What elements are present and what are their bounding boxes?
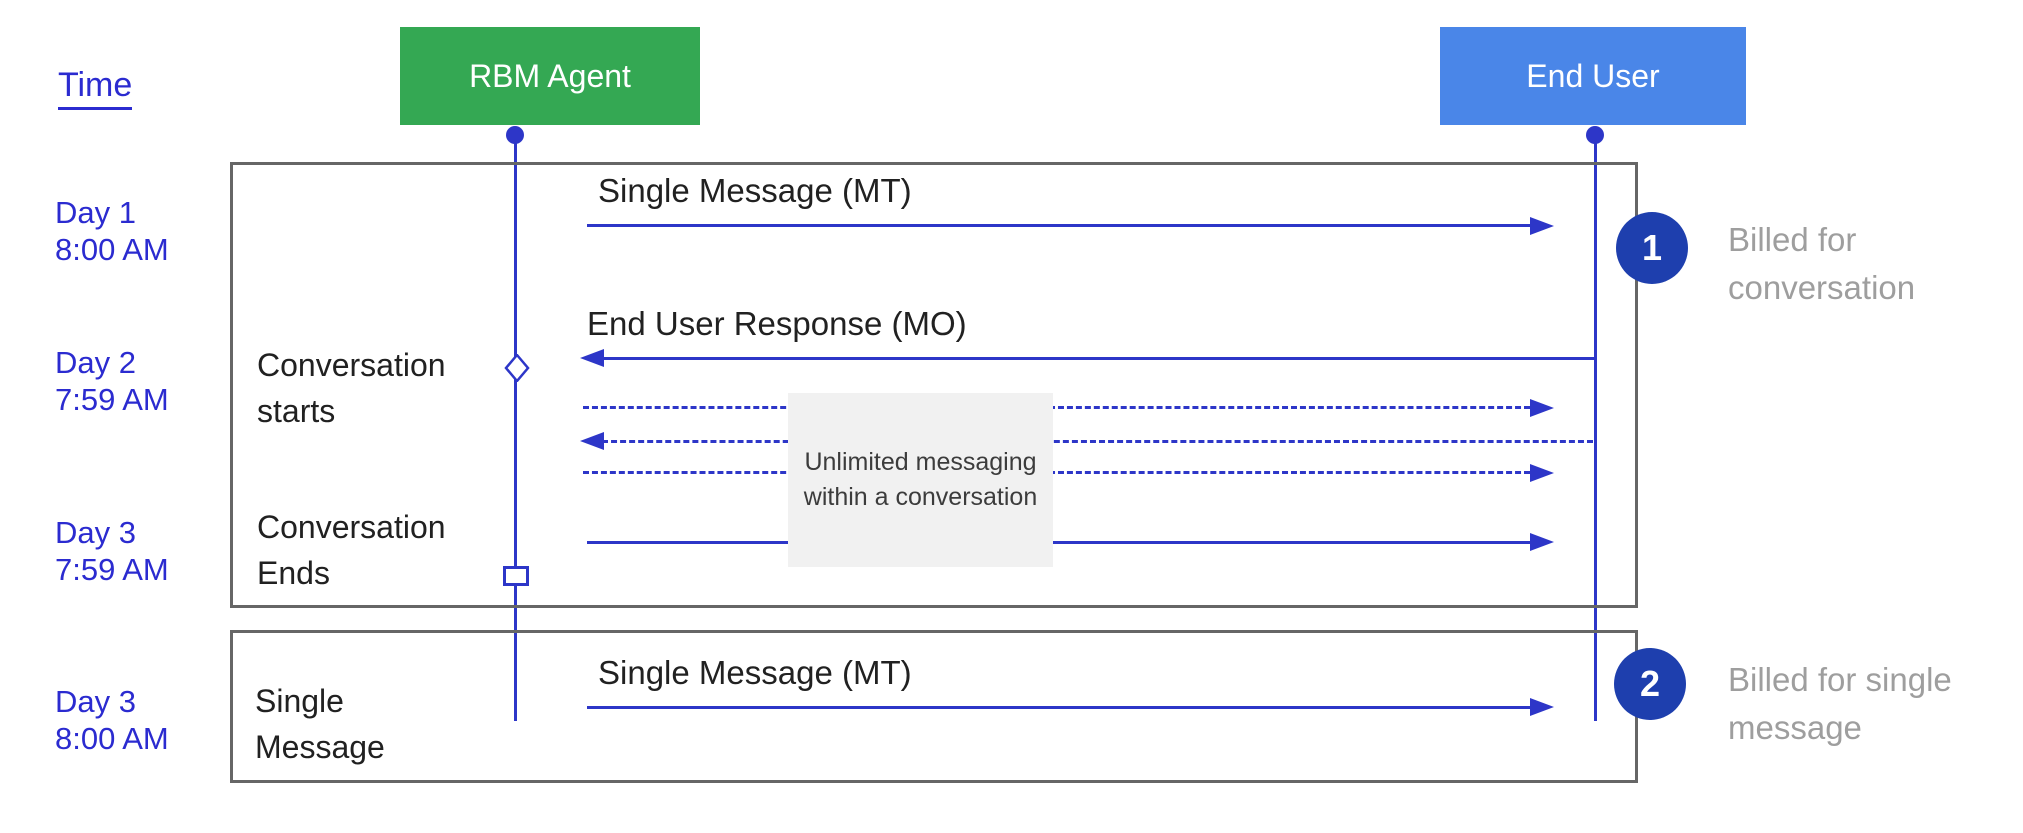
single-message-mt-label: Single Message (MT) [598, 172, 912, 209]
end-user-lifeline [1594, 127, 1597, 721]
rbm-agent-header: RBM Agent [400, 27, 700, 125]
billing-step-2-number: 2 [1639, 663, 1661, 704]
time-label: Time [58, 66, 133, 110]
single-message-mt-label-2: Single Message (MT) [598, 654, 912, 691]
agent-lifeline [514, 127, 517, 721]
arrow-right-icon [1530, 217, 1554, 235]
unlimited-messaging-note-text: Unlimited messaging within a conversatio… [803, 448, 1038, 511]
conversation-ends-label: Conversation Ends [257, 509, 446, 591]
arrow-left-icon [580, 432, 604, 450]
arrow-right-icon [1530, 698, 1554, 716]
billing-step-1-number: 1 [1641, 227, 1663, 268]
day-label-3: Day 3 7:59 AM [55, 515, 169, 587]
single-message-mt-arrow-line-2 [587, 706, 1530, 709]
unlimited-message-dashed-arrow-3 [583, 471, 1530, 474]
arrow-right-icon [1530, 399, 1554, 417]
unlimited-message-dashed-arrow-2 [602, 440, 1593, 443]
end-user-label: End User [1526, 57, 1660, 94]
arrow-right-icon [1530, 464, 1554, 482]
conversation-starts-label: Conversation starts [257, 347, 446, 429]
last-conversation-message-arrow-line [587, 541, 1530, 544]
day-label-1: Day 1 8:00 AM [55, 195, 169, 267]
end-user-response-mo-label: End User Response (MO) [587, 305, 967, 342]
unlimited-message-dashed-arrow-1 [583, 406, 1530, 409]
billed-for-single-message-label: Billed for single message [1728, 661, 1952, 746]
single-message-mt-arrow-line [587, 224, 1531, 227]
unlimited-messaging-note: Unlimited messaging within a conversatio… [788, 393, 1053, 567]
day-label-4: Day 3 8:00 AM [55, 684, 169, 756]
end-user-header: End User [1440, 27, 1746, 125]
day-label-2: Day 2 7:59 AM [55, 345, 169, 417]
rbm-agent-label: RBM Agent [469, 57, 631, 94]
conversation-start-diamond-icon [504, 354, 530, 382]
single-message-side-label: Single Message [255, 683, 385, 765]
billed-for-conversation-label: Billed for conversation [1728, 221, 1916, 306]
conversation-billing-box [230, 162, 1638, 608]
conversation-end-square-icon [503, 566, 529, 586]
arrow-left-icon [580, 349, 604, 367]
billing-step-2-badge: 2 [1614, 648, 1686, 720]
end-user-response-mo-arrow-line [602, 357, 1595, 360]
arrow-right-icon [1530, 533, 1554, 551]
billing-step-1-badge: 1 [1616, 212, 1688, 284]
